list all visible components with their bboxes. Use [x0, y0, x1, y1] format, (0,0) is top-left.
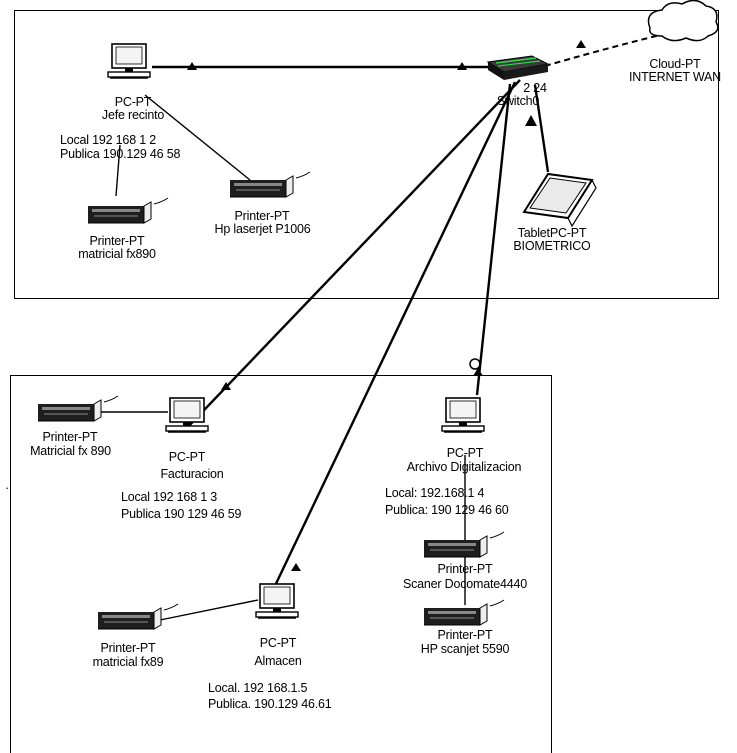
printer-almacen-icon: [97, 603, 179, 630]
label-facturacion-name: Facturacion: [160, 467, 224, 481]
tablet-icon: [522, 172, 597, 228]
scaner-hp-icon: [423, 599, 505, 626]
label-scaner2-type: Printer-PT: [437, 628, 493, 642]
label-archivo-local: Local: 192.168.1 4: [385, 486, 485, 500]
label-jefe-name: Jefe recinto: [101, 108, 165, 122]
printer-jefe-hp-icon: [229, 171, 311, 198]
label-facturacion-publica: Publica 190 129 46 59: [121, 507, 242, 521]
label-switch-type: 2 24: [523, 81, 547, 95]
label-almacen-name: Almacen: [254, 654, 302, 668]
label-jefe-publica: Publica 190.129 46 58: [60, 147, 181, 161]
label-printer-fact-type: Printer-PT: [42, 430, 98, 444]
label-printer-almacen-type: Printer-PT: [100, 641, 156, 655]
area-top: [14, 10, 719, 299]
label-almacen-type: PC-PT: [259, 636, 297, 650]
label-scaner1-name: Scaner Docomate4440: [402, 577, 528, 591]
pc-facturacion-icon: [165, 397, 209, 433]
label-tablet-type: TabletPC-PT: [517, 226, 587, 240]
label-printer-almacen-name: matricial fx89: [92, 655, 164, 669]
pc-almacen-icon: [255, 583, 299, 619]
link-printer-almacen: [159, 599, 259, 621]
label-printer-jefe-hp-type: Printer-PT: [234, 209, 290, 223]
label-cloud-name: INTERNET WAN: [628, 70, 722, 84]
link-switch-tablet: [533, 84, 550, 173]
label-printer-jefe-hp-name: Hp laserjet P1006: [214, 222, 311, 236]
label-printer-fact-name: Matricial fx 890: [30, 444, 111, 458]
link-switch-cloud: [544, 34, 661, 67]
area-bottom: [10, 375, 552, 753]
label-almacen-publica: Publica. 190.129 46.61: [208, 697, 332, 711]
pc-archivo-icon: [441, 397, 485, 433]
label-archivo-name: Archivo Digitalizacion: [406, 460, 522, 474]
label-printer-jefe-matricial-name: matricial fx890: [78, 247, 156, 261]
label-archivo-type: PC-PT: [446, 446, 484, 460]
label-jefe-type: PC-PT: [114, 95, 152, 109]
label-scaner2-name: HP scanjet 5590: [420, 642, 510, 656]
connections: [152, 65, 550, 591]
label-archivo-publica: Publica: 190 129 46 60: [385, 503, 509, 517]
pc-jefe-icon: [107, 43, 151, 79]
switch-icon: [486, 55, 550, 80]
link-jefe-printer-matricial: [115, 144, 121, 197]
label-scaner1-type: Printer-PT: [437, 562, 493, 576]
label-cloud-type: Cloud-PT: [649, 57, 701, 71]
label-tablet-name: BIOMETRICO: [513, 239, 591, 253]
label-switch-name: Switch0: [496, 94, 540, 108]
link-jefe-printer-hp: [144, 94, 251, 181]
link-switch-almacen: [271, 81, 517, 591]
cloud-icon: [647, 0, 719, 42]
label-printer-jefe-matricial-type: Printer-PT: [89, 234, 145, 248]
printer-facturacion-icon: [37, 395, 119, 422]
stray-dot: .: [5, 478, 9, 492]
printer-jefe-matricial-icon: [87, 197, 169, 224]
label-facturacion-local: Local 192 168 1 3: [121, 490, 217, 504]
link-switch-archivo: [475, 83, 512, 396]
label-jefe-local: Local 192 168 1 2: [60, 133, 156, 147]
scaner-docomate-icon: [423, 531, 505, 558]
label-facturacion-type: PC-PT: [168, 450, 206, 464]
link-switch-facturacion: [184, 79, 521, 431]
label-almacen-local: Local. 192 168.1.5: [208, 681, 308, 695]
